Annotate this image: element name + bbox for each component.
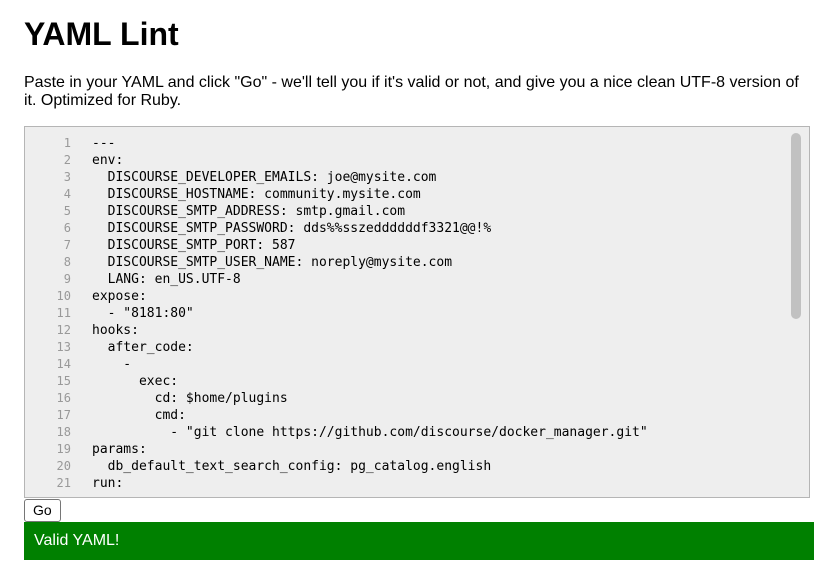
code-line: env: <box>92 153 124 168</box>
code-line: hooks: <box>92 323 139 338</box>
line-number: 7 <box>63 238 71 252</box>
line-number: 8 <box>63 255 71 269</box>
code-line: cmd: <box>92 408 186 423</box>
line-number: 10 <box>56 289 71 303</box>
code-line: - "git clone https://github.com/discours… <box>92 425 648 440</box>
code-line: - "8181:80" <box>92 306 194 321</box>
editor-scrollbar[interactable] <box>791 131 801 491</box>
code-line: DISCOURSE_SMTP_ADDRESS: smtp.gmail.com <box>92 204 406 219</box>
line-number: 18 <box>56 425 71 439</box>
code-area[interactable]: --- env: DISCOURSE_DEVELOPER_EMAILS: joe@… <box>92 135 785 492</box>
line-number: 16 <box>56 391 71 405</box>
code-line: exec: <box>92 374 179 389</box>
go-button[interactable]: Go <box>24 499 61 522</box>
code-line: DISCOURSE_SMTP_PORT: 587 <box>92 238 296 253</box>
code-line: DISCOURSE_DEVELOPER_EMAILS: joe@mysite.c… <box>92 170 437 185</box>
code-line: params: <box>92 442 147 457</box>
scrollbar-thumb[interactable] <box>791 133 801 319</box>
line-number: 6 <box>63 221 71 235</box>
line-number: 11 <box>56 306 71 320</box>
line-number: 21 <box>56 476 71 490</box>
code-line: cd: $home/plugins <box>92 391 288 406</box>
line-number: 4 <box>63 187 71 201</box>
code-line: DISCOURSE_SMTP_PASSWORD: dds%%sszedddddd… <box>92 221 492 236</box>
code-line: after_code: <box>92 340 194 355</box>
line-number: 15 <box>56 374 71 388</box>
validation-result-banner: Valid YAML! <box>24 522 814 560</box>
line-number: 13 <box>56 340 71 354</box>
page-title: YAML Lint <box>24 16 179 52</box>
line-number: 12 <box>56 323 71 337</box>
page-description: Paste in your YAML and click "Go" - we'l… <box>24 74 799 109</box>
code-line: DISCOURSE_SMTP_USER_NAME: noreply@mysite… <box>92 255 453 270</box>
code-line: db_default_text_search_config: pg_catalo… <box>92 459 492 474</box>
line-number: 19 <box>56 442 71 456</box>
code-line: DISCOURSE_HOSTNAME: community.mysite.com <box>92 187 421 202</box>
code-line: --- <box>92 136 116 151</box>
line-number: 17 <box>56 408 71 422</box>
code-line: - <box>92 357 132 372</box>
line-number: 5 <box>63 204 71 218</box>
line-number: 20 <box>56 459 71 473</box>
line-number: 1 <box>63 136 71 150</box>
line-number: 9 <box>63 272 71 286</box>
line-number: 2 <box>63 153 71 167</box>
line-number: 14 <box>56 357 71 371</box>
code-line: LANG: en_US.UTF-8 <box>92 272 241 287</box>
code-line: expose: <box>92 289 147 304</box>
line-number: 3 <box>63 170 71 184</box>
code-line: run: <box>92 476 124 491</box>
